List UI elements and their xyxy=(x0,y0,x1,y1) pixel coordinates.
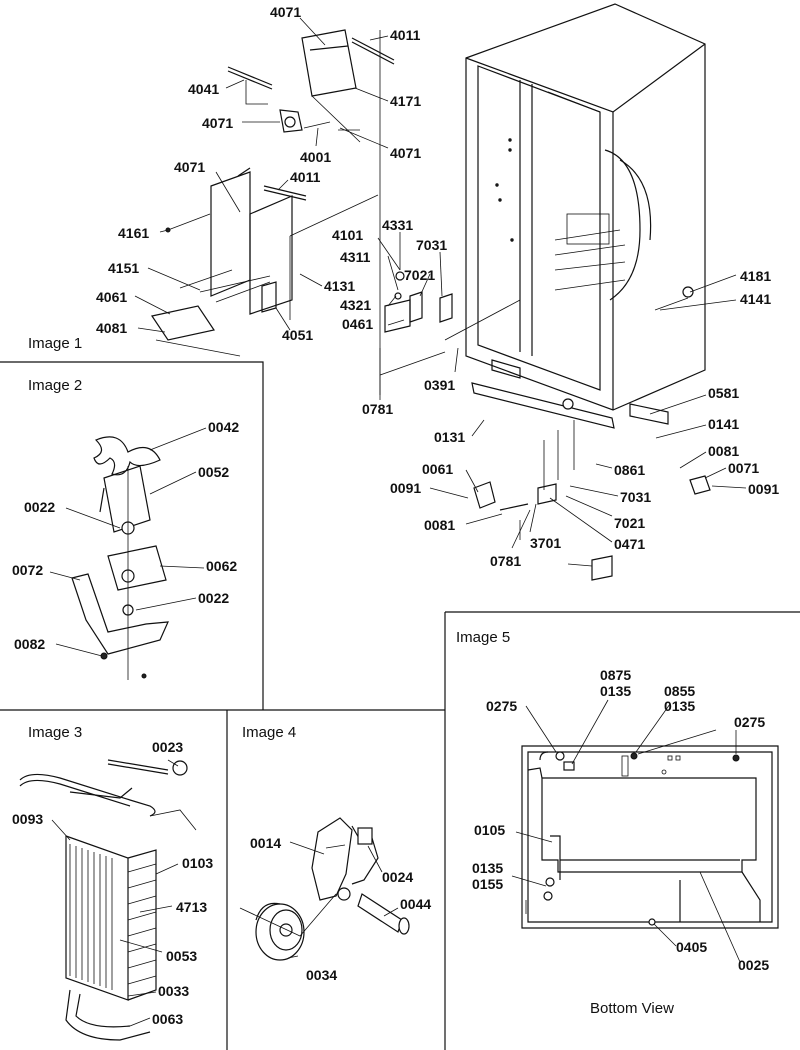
callout-label: 0135 xyxy=(472,860,503,876)
callout-label: 0034 xyxy=(306,967,337,983)
callout-label: 0131 xyxy=(434,429,465,445)
callout-label: 4081 xyxy=(96,320,127,336)
callout-label: 7031 xyxy=(416,237,447,253)
callout-label: 0093 xyxy=(12,811,43,827)
callout-label: 0062 xyxy=(206,558,237,574)
callout-label: 0022 xyxy=(198,590,229,606)
callout-label: 4001 xyxy=(300,149,331,165)
callout-label: 0024 xyxy=(382,869,413,885)
callout-label: 4161 xyxy=(118,225,149,241)
callout-label: 4051 xyxy=(282,327,313,343)
callout-label: 0135 xyxy=(600,683,631,699)
callout-label: 0141 xyxy=(708,416,739,432)
image2-drawing xyxy=(71,436,169,680)
callout-label: 4101 xyxy=(332,227,363,243)
callout-label: 4071 xyxy=(174,159,205,175)
panel-title-image1: Image 1 xyxy=(28,335,82,352)
callout-label: 4141 xyxy=(740,291,771,307)
callout-label: 0581 xyxy=(708,385,739,401)
callout-label: 0071 xyxy=(728,460,759,476)
callout-label: 0044 xyxy=(400,896,431,912)
callout-label: 0391 xyxy=(424,377,455,393)
callout-label: 4311 xyxy=(340,249,371,265)
callout-label: 0063 xyxy=(152,1011,183,1027)
callout-label: 0155 xyxy=(472,876,503,892)
callout-label: 7031 xyxy=(620,489,651,505)
panel-title-image4: Image 4 xyxy=(242,724,296,741)
callout-label: 4321 xyxy=(340,297,371,313)
callout-label: 0052 xyxy=(198,464,229,480)
callout-label: 4061 xyxy=(96,289,127,305)
callout-label: 0023 xyxy=(152,739,183,755)
callout-label: 4011 xyxy=(390,27,421,43)
callout-label: 7021 xyxy=(404,267,435,283)
callout-label: 4181 xyxy=(740,268,771,284)
callout-label: 0405 xyxy=(676,939,707,955)
callout-label: 0091 xyxy=(390,480,421,496)
callout-label: 0275 xyxy=(734,714,765,730)
callout-label: 0461 xyxy=(342,316,373,332)
image4-drawing xyxy=(239,817,410,961)
callout-label: 0105 xyxy=(474,822,505,838)
bottom-view-caption: Bottom View xyxy=(590,1000,674,1017)
callout-label: 0082 xyxy=(14,636,45,652)
callout-label: 4071 xyxy=(390,145,421,161)
callout-label: 4713 xyxy=(176,899,207,915)
callout-label: 0061 xyxy=(422,461,453,477)
callout-label: 0053 xyxy=(166,948,197,964)
callout-label: 0861 xyxy=(614,462,645,478)
image5-drawing xyxy=(521,745,779,929)
callout-label: 0081 xyxy=(424,517,455,533)
callout-label: 0022 xyxy=(24,499,55,515)
callout-label: 4071 xyxy=(270,4,301,20)
callout-label: 0042 xyxy=(208,419,239,435)
callout-labels: 4071 4011 4041 4171 4071 4001 4071 4071 … xyxy=(12,4,779,1027)
callout-label: 3701 xyxy=(530,535,561,551)
callout-label: 4041 xyxy=(188,81,219,97)
callout-label: 0025 xyxy=(738,957,769,973)
panel-title-image2: Image 2 xyxy=(28,377,82,394)
callout-label: 4071 xyxy=(202,115,233,131)
callout-label: 4331 xyxy=(382,217,413,233)
callout-label: 0275 xyxy=(486,698,517,714)
callout-label: 4131 xyxy=(324,278,355,294)
image3-drawing xyxy=(19,759,197,1041)
callout-label: 0081 xyxy=(708,443,739,459)
panel-title-image5: Image 5 xyxy=(456,629,510,646)
callout-label: 0072 xyxy=(12,562,43,578)
callout-label: 0033 xyxy=(158,983,189,999)
callout-label: 0781 xyxy=(362,401,393,417)
panel-frames xyxy=(0,361,800,1050)
callout-label: 4151 xyxy=(108,260,139,276)
panel-titles: Image 1 Image 2 Image 3 Image 4 Image 5 … xyxy=(28,335,674,1017)
callout-label: 0855 xyxy=(664,683,695,699)
panel-title-image3: Image 3 xyxy=(28,724,82,741)
leader-lines xyxy=(49,17,747,1027)
callout-label: 0135 xyxy=(664,698,695,714)
callout-label: 0875 xyxy=(600,667,631,683)
callout-label: 7021 xyxy=(614,515,645,531)
callout-label: 0781 xyxy=(490,553,521,569)
callout-label: 0091 xyxy=(748,481,779,497)
callout-label: 4171 xyxy=(390,93,421,109)
callout-label: 4011 xyxy=(290,169,321,185)
callout-label: 0103 xyxy=(182,855,213,871)
callout-label: 0014 xyxy=(250,835,281,851)
callout-label: 0471 xyxy=(614,536,645,552)
